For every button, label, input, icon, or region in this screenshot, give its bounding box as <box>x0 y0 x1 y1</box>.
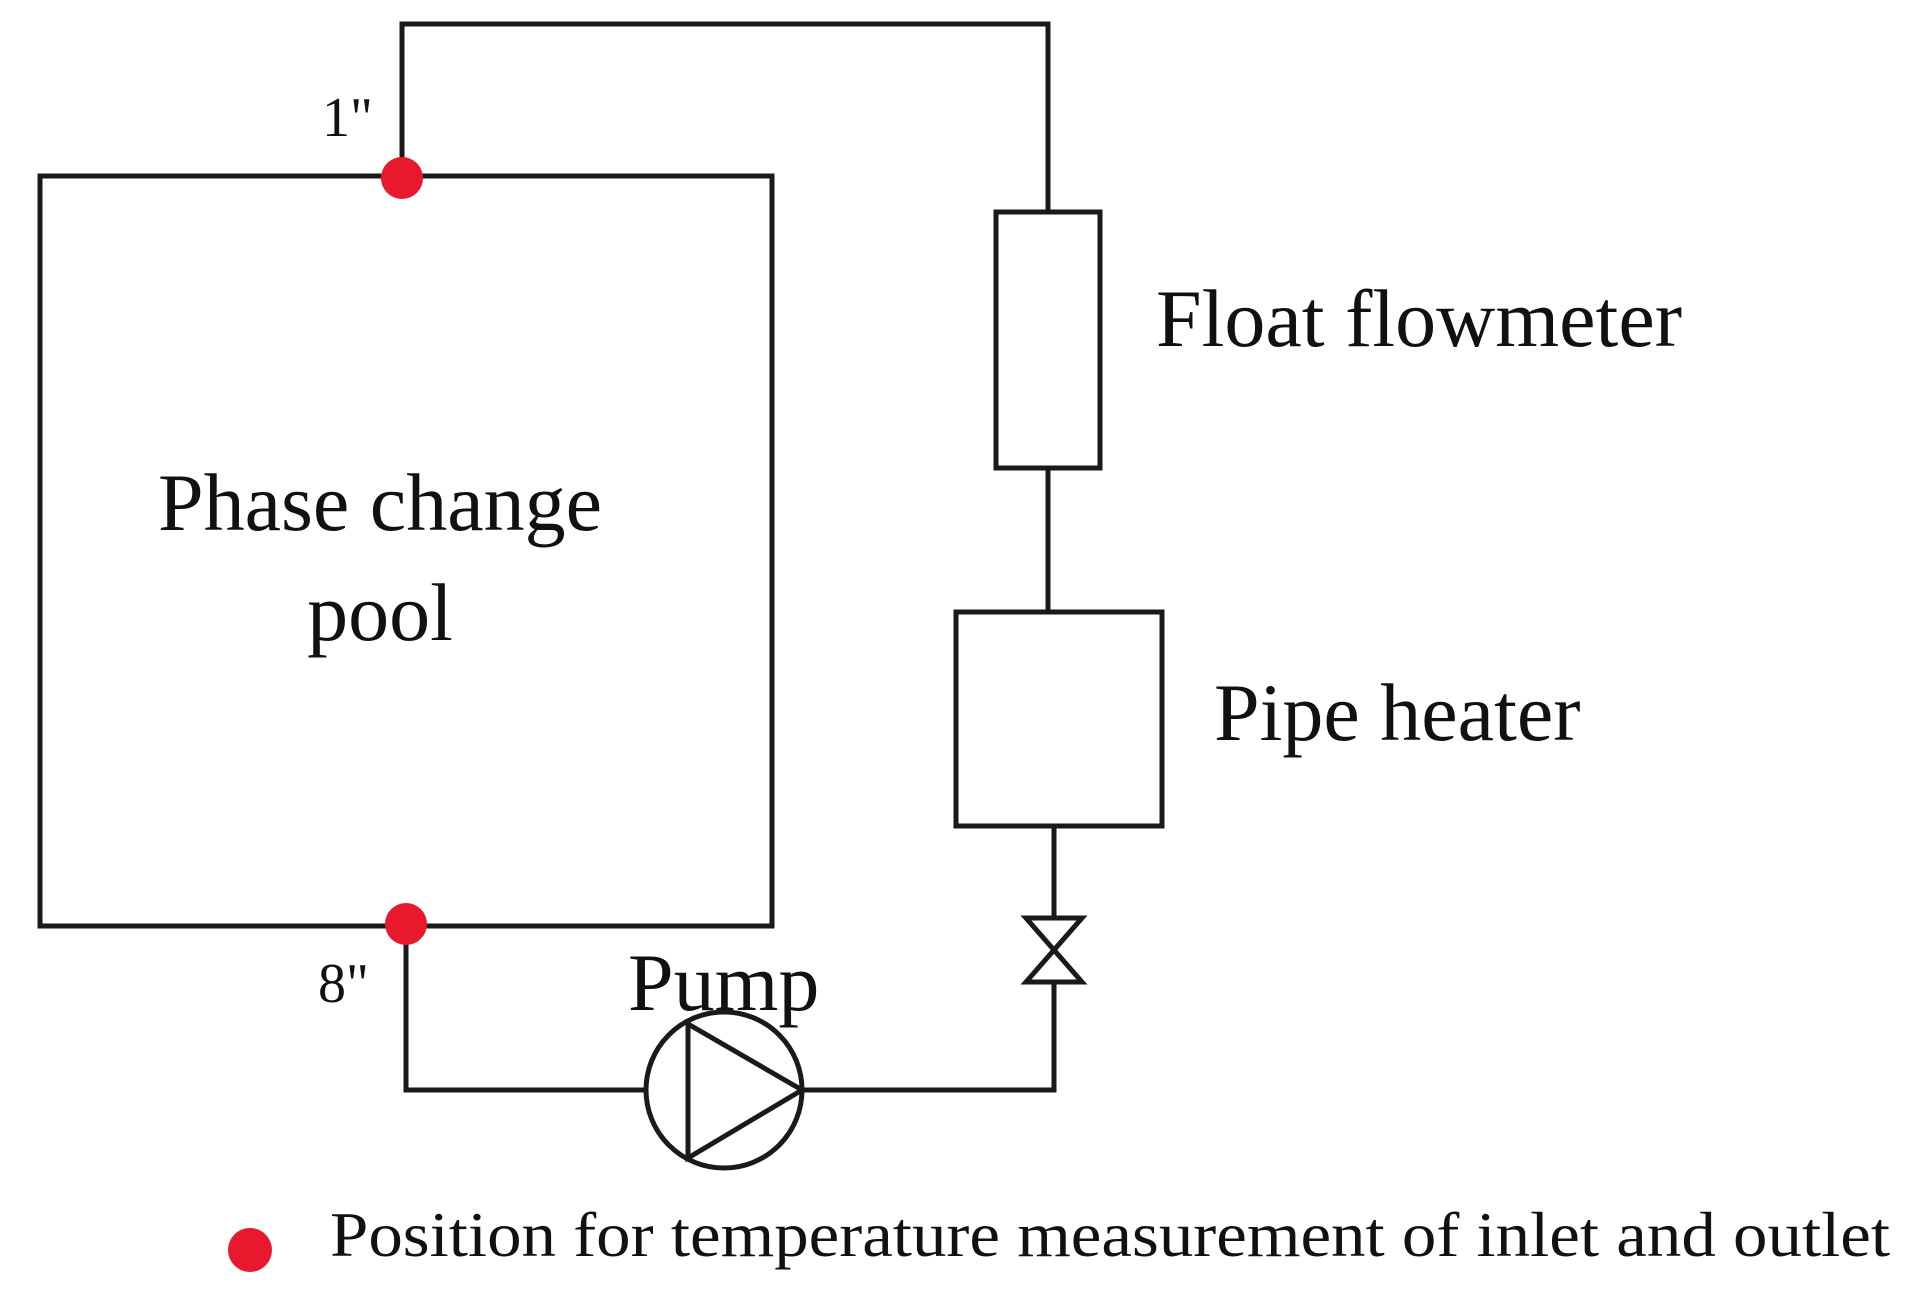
measurement-point-8 <box>385 903 427 945</box>
pipe-heater <box>953 609 1165 829</box>
measurement-point-1 <box>381 157 423 199</box>
phase-change-pool <box>37 173 775 929</box>
pipe-valve-to-pump <box>799 979 1057 1093</box>
legend: Position for temperature measurement of … <box>228 1199 1890 1272</box>
flowmeter-label: Float flowmeter <box>1156 273 1682 364</box>
point-1-label: 1" <box>322 87 373 149</box>
pump-icon <box>643 1009 807 1171</box>
valve-icon <box>1020 915 1088 985</box>
pool-label-line2: pool <box>307 567 453 658</box>
pipe-inlet-bottom <box>403 923 649 1093</box>
point-8-label: 8" <box>318 953 369 1015</box>
legend-text: Position for temperature measurement of … <box>330 1199 1890 1270</box>
float-flowmeter <box>993 209 1103 471</box>
heater-label: Pipe heater <box>1214 667 1581 758</box>
legend-marker <box>228 1228 272 1272</box>
pump-label: Pump <box>628 937 819 1028</box>
pool-label-line1: Phase change <box>158 457 602 548</box>
pipe-outlet-top <box>399 21 1051 215</box>
